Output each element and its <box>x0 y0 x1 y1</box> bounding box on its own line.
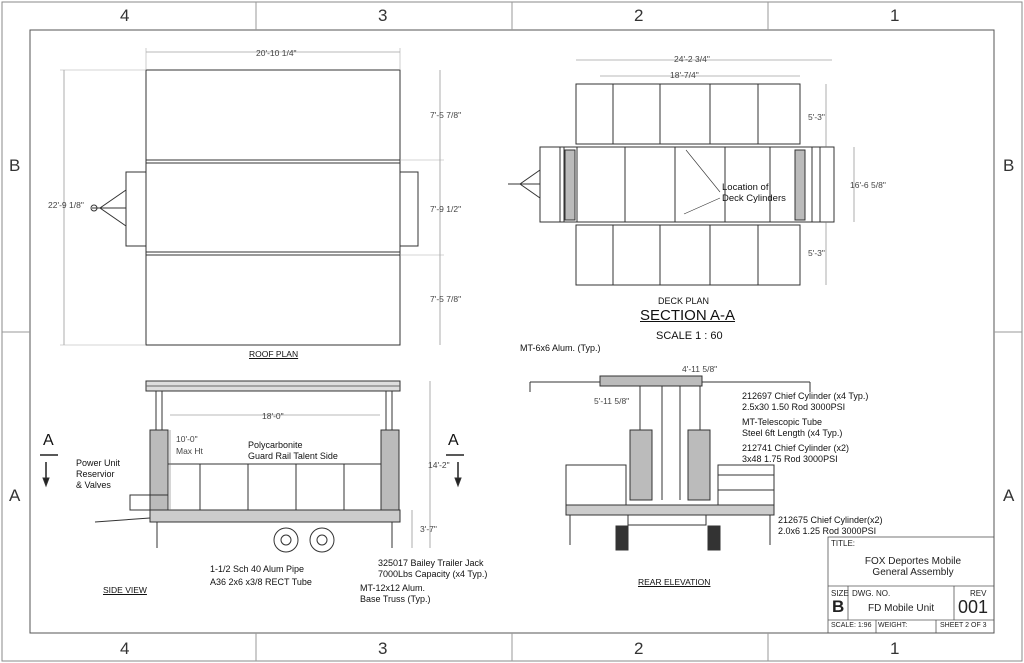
section-marker-left: A <box>43 432 54 449</box>
alum-6x6-label: MT-6x6 Alum. (Typ.) <box>520 343 601 353</box>
trailer-jack-label: 325017 Bailey Trailer Jack 7000Lbs Capac… <box>378 558 488 579</box>
deck-height-dim: 16'-6 5/8" <box>850 180 886 190</box>
deck-bottom-dim: 5'-3" <box>808 248 825 258</box>
side-view-drawing <box>40 380 464 553</box>
section-aa-title: SECTION A-A <box>640 307 736 324</box>
side-view-title: SIDE VIEW <box>103 585 147 595</box>
side-span-dim: 18'-0" <box>262 411 284 421</box>
zone-top-3: 3 <box>378 6 388 25</box>
tb-rev: 001 <box>958 597 989 617</box>
side-height-dim: 14'-2" <box>428 460 450 470</box>
zone-bottom-3: 3 <box>378 639 388 658</box>
base-truss-label: MT-12x12 Alum. Base Truss (Typ.) <box>360 583 431 604</box>
tb-scale: SCALE: 1:96 <box>831 622 872 629</box>
tb-dwg-no: FD Mobile Unit <box>868 603 935 614</box>
cylinder-212741-label: 212741 Chief Cylinder (x2) 3x48 1.75 Rod… <box>742 443 850 464</box>
rear-side-dim: 5'-11 5/8" <box>594 396 630 406</box>
side-max-ht-note: Max Ht <box>176 446 203 456</box>
rear-elevation-title: REAR ELEVATION <box>638 577 711 587</box>
roof-width-dim: 20'-10 1/4" <box>256 48 297 58</box>
zone-top-4: 4 <box>120 6 130 25</box>
cylinder-212697-label: 212697 Chief Cylinder (x4 Typ.) 2.5x30 1… <box>742 391 869 412</box>
section-marker-right: A <box>448 432 459 449</box>
roof-plan-drawing <box>60 48 444 346</box>
deck-top-dim: 5'-3" <box>808 112 825 122</box>
rear-elevation-drawing <box>529 375 811 551</box>
deck-plan-title: DECK PLAN <box>658 296 710 306</box>
roof-seg2-dim: 7'-9 1/2" <box>430 204 462 214</box>
section-scale: SCALE 1 : 60 <box>656 330 723 342</box>
tb-size-label: SIZE <box>831 589 849 598</box>
roof-seg3-dim: 7'-5 7/8" <box>430 294 462 304</box>
side-deck-dim: 3'-7" <box>420 524 437 534</box>
zone-right-a: A <box>1003 486 1015 505</box>
side-max-ht-dim: 10'-0" <box>176 434 198 444</box>
tb-title: FOX Deportes Mobile General Assembly <box>864 556 962 578</box>
deck-inner-dim: 18'-7/4" <box>670 70 699 80</box>
alum-pipe-label: 1-1/2 Sch 40 Alum Pipe <box>210 564 305 574</box>
tb-title-label: TITLE: <box>831 539 856 548</box>
guard-rail-label: Polycarbonite Guard Rail Talent Side <box>248 440 338 461</box>
zone-right-b: B <box>1003 156 1015 175</box>
tb-size: B <box>832 597 845 616</box>
zone-top-2: 2 <box>634 6 644 25</box>
tb-rev-label: REV <box>970 589 987 598</box>
rect-tube-label: A36 2x6 x3/8 RECT Tube <box>210 577 312 587</box>
telescopic-tube-label: MT-Telescopic Tube Steel 6ft Length (x4 … <box>742 417 843 438</box>
power-unit-label: Power Unit Reservior & Valves <box>76 458 121 490</box>
zone-bottom-1: 1 <box>890 639 900 658</box>
zone-top-1: 1 <box>890 6 900 25</box>
rear-top-dim: 4'-11 5/8" <box>682 364 718 374</box>
zone-bottom-4: 4 <box>120 639 130 658</box>
zone-left-b: B <box>9 156 21 175</box>
tb-dwg-label: DWG. NO. <box>852 589 891 598</box>
zone-left-a: A <box>9 486 21 505</box>
tb-sheet: SHEET 2 OF 3 <box>940 622 987 629</box>
deck-cylinders-callout: Location of Deck Cylinders <box>722 182 786 204</box>
roof-plan-title: ROOF PLAN <box>249 349 299 359</box>
tb-weight: WEIGHT: <box>878 622 908 629</box>
cylinder-212675-label: 212675 Chief Cylinder(x2) 2.0x6 1.25 Rod… <box>778 515 883 536</box>
roof-seg1-dim: 7'-5 7/8" <box>430 110 462 120</box>
deck-plan-drawing <box>508 59 855 286</box>
title-block-frame <box>827 536 995 634</box>
roof-height-dim: 22'-9 1/8" <box>48 200 84 210</box>
zone-bottom-2: 2 <box>634 639 644 658</box>
deck-overall-dim: 24'-2 3/4" <box>674 54 710 64</box>
